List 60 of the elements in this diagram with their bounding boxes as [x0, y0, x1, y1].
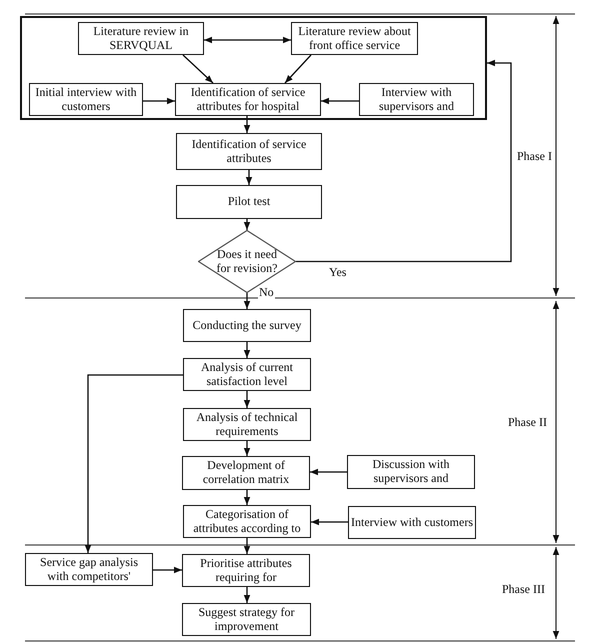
process-box	[175, 83, 321, 116]
arrow	[284, 54, 312, 84]
step-text: Identification of service attributes for hospital	[190, 86, 306, 114]
process-box	[183, 408, 311, 441]
arrow	[321, 98, 359, 104]
step-text: Literature review in SERVQUAL	[92, 24, 190, 52]
process-box	[182, 456, 310, 490]
step-text: Interview with supervisors and	[378, 86, 455, 114]
edge-label: No	[258, 286, 275, 300]
arrow	[296, 60, 512, 262]
arrow	[310, 468, 347, 476]
process-box	[182, 554, 310, 587]
arrow	[204, 36, 291, 44]
process-box	[78, 22, 204, 55]
step-text: Discussion with supervisors and	[371, 458, 450, 486]
arrow	[244, 587, 250, 603]
process-box	[347, 455, 475, 489]
arrow	[246, 170, 252, 185]
step-text: Conducting the survey	[192, 318, 302, 332]
phase-label: Phase II	[508, 416, 547, 430]
process-box	[182, 603, 311, 636]
process-box	[176, 133, 322, 170]
arrow	[153, 566, 182, 574]
arrow	[244, 441, 250, 456]
group-box	[20, 16, 487, 120]
arrow	[143, 98, 175, 104]
arrow	[182, 54, 214, 84]
process-box	[183, 309, 311, 342]
step-text: Interview with customers	[350, 516, 474, 530]
step-text: Identification of service attributes	[190, 138, 308, 166]
step-text: Pilot test	[226, 195, 272, 209]
arrow	[244, 293, 250, 309]
step-text: Analysis of current satisfaction level	[200, 360, 294, 388]
arrow	[244, 116, 250, 133]
process-box	[25, 553, 153, 586]
phase-label: Phase III	[502, 583, 545, 597]
step-text: Analysis of technical requirements	[195, 410, 299, 438]
arrow	[244, 342, 250, 358]
step-text: Prioritise attributes requiring for	[199, 556, 293, 584]
process-box	[291, 22, 418, 55]
step-text: Initial interview with customers	[34, 86, 138, 114]
step-text: Literature review about front office service	[297, 24, 412, 52]
process-box	[183, 505, 311, 538]
arrow	[311, 518, 348, 526]
step-text: Development of correlation matrix	[202, 459, 290, 487]
phase-label: Phase I	[517, 150, 552, 164]
process-box	[183, 358, 311, 391]
arrow	[244, 490, 250, 505]
process-box	[348, 506, 476, 539]
process-box	[359, 83, 474, 116]
decision-text: Does it need for revision?	[216, 248, 278, 276]
arrow	[244, 391, 250, 408]
arrow	[244, 219, 250, 230]
step-text: Suggest strategy for improvement	[198, 606, 296, 634]
arrow	[84, 374, 183, 553]
arrow	[244, 538, 250, 554]
process-box	[176, 185, 322, 219]
step-text: Categorisation of attributes according to	[192, 508, 302, 536]
step-text: Service gap analysis with competitors'	[39, 556, 139, 584]
process-box	[29, 83, 143, 116]
